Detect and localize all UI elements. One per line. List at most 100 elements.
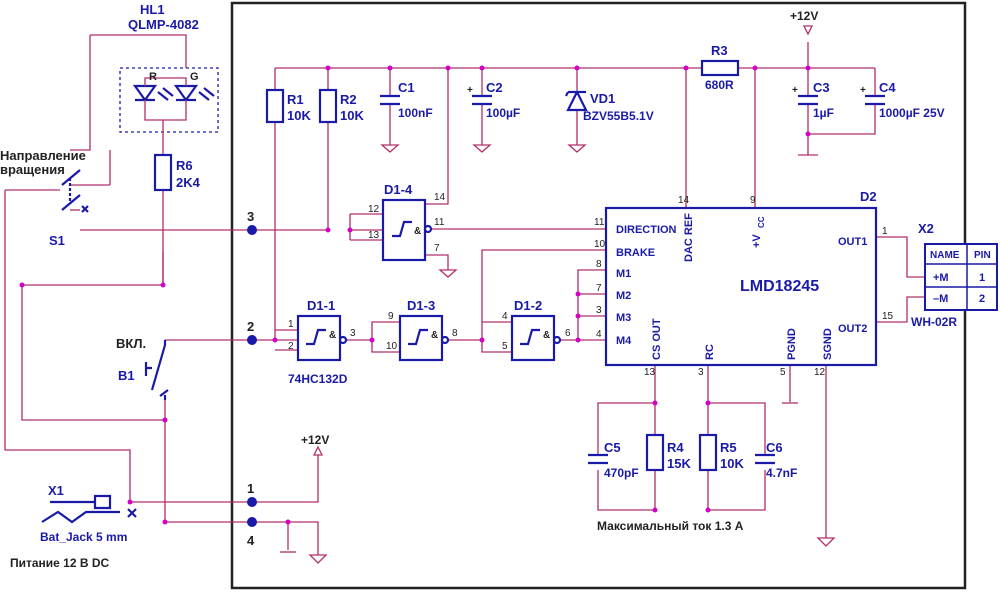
pin-g3-9: 9 — [388, 311, 394, 322]
r5-ref: R5 — [720, 440, 737, 455]
c2-plus: + — [467, 85, 473, 96]
c4-value: 1000µF 25V — [879, 106, 945, 120]
led-ref: HL1 — [140, 2, 165, 17]
pin-d2-12: 12 — [814, 367, 826, 378]
capacitor-c5 — [588, 453, 608, 465]
d2-pin-rc: RC — [704, 344, 716, 360]
pin-d2-10: 10 — [594, 239, 606, 250]
s1-caption-line2: вращения — [0, 162, 65, 177]
d2-pin-vcc-sub: CC — [757, 216, 766, 228]
c5-ref: C5 — [604, 440, 621, 455]
gate-d1-3-amp: & — [431, 330, 438, 341]
x2-header-name: NAME — [930, 250, 960, 261]
x2-row1-name: +M — [933, 272, 949, 284]
resistor-r5 — [698, 433, 718, 472]
d2-ref: D2 — [860, 189, 877, 204]
resistor-r1 — [265, 88, 285, 124]
r5-value: 10K — [720, 456, 744, 471]
d2-pin-direction: DIRECTION — [616, 224, 677, 236]
led-red-icon — [132, 84, 174, 102]
pin-d2-3: 3 — [596, 305, 602, 316]
node-1: 1 — [247, 481, 254, 496]
d2-pin-m3: M3 — [616, 312, 631, 324]
x2-row2-name: –M — [933, 293, 948, 305]
x2-ref: X2 — [918, 221, 934, 236]
capacitor-c3 — [798, 94, 818, 106]
pin-g4-12: 12 — [368, 204, 380, 215]
pin-d2-8: 8 — [596, 259, 602, 270]
d2-pin-sgnd: SGND — [822, 328, 834, 360]
vd1-ref: VD1 — [590, 91, 615, 106]
gate-d1-3 — [398, 314, 450, 362]
b1-caption: ВКЛ. — [116, 336, 146, 351]
c2-value: 100µF — [486, 106, 520, 120]
resistor-r2 — [318, 88, 338, 124]
bat-jack-icon — [41, 494, 137, 524]
pin-d2-3b: 3 — [698, 367, 704, 378]
led-green-icon — [173, 84, 215, 102]
capacitor-c1 — [380, 94, 400, 106]
supply-bottom: +12V — [301, 433, 329, 447]
c1-ref: C1 — [398, 80, 415, 95]
x2-row1-pin: 1 — [979, 272, 985, 284]
d2-pin-out2: OUT2 — [838, 323, 867, 335]
gate-d1-2 — [510, 314, 562, 362]
pin-g3-10: 10 — [386, 341, 398, 352]
switch-s1-icon — [61, 169, 89, 213]
gate-d1-2-ref: D1-2 — [514, 298, 542, 313]
d2-pin-dacref: DAC REF — [683, 213, 695, 262]
s1-caption-line1: Направление — [0, 148, 86, 163]
pin-d2-9: 9 — [750, 195, 756, 206]
jack-caption: Питание 12 В DC — [10, 556, 110, 570]
jack-ref: X1 — [48, 483, 64, 498]
r6-ref: R6 — [176, 158, 193, 173]
zener-diode-vd1 — [565, 89, 588, 112]
node-markers — [247, 225, 257, 527]
led-part: QLMP-4082 — [128, 17, 199, 32]
pin-g2-4: 4 — [502, 311, 508, 322]
gate-d1-4-ref: D1-4 — [384, 182, 413, 197]
current-note: Максимальный ток 1.3 А — [597, 519, 744, 533]
pin-g1-3: 3 — [350, 328, 356, 339]
r4-ref: R4 — [667, 440, 684, 455]
gate-d1-3-ref: D1-3 — [407, 298, 435, 313]
pin-d2-13: 13 — [644, 367, 656, 378]
s1-ref: S1 — [49, 233, 65, 248]
c3-ref: C3 — [813, 80, 830, 95]
c6-ref: C6 — [766, 440, 783, 455]
r3-ref: R3 — [711, 43, 728, 58]
led-r-label: R — [149, 71, 157, 83]
d2-pin-m1: M1 — [616, 268, 631, 280]
pin-g2-5: 5 — [502, 341, 508, 352]
pin-d2-11: 11 — [594, 217, 605, 228]
r2-value: 10K — [340, 108, 364, 123]
c3-value: 1µF — [813, 106, 834, 120]
pin-d2-15: 15 — [882, 311, 894, 322]
capacitor-c4 — [865, 94, 885, 106]
gate-d1-4-amp: & — [414, 226, 421, 237]
junction-dots — [19, 65, 811, 525]
pin-d2-5: 5 — [780, 367, 786, 378]
b1-ref: B1 — [118, 368, 135, 383]
node-4: 4 — [247, 533, 255, 548]
switch-b1-icon — [144, 340, 169, 400]
resistor-r3 — [700, 59, 740, 77]
pin-d2-1: 1 — [882, 226, 888, 237]
capacitor-c2 — [472, 94, 492, 106]
pin-g3-8: 8 — [452, 328, 458, 339]
connector-x2-table — [924, 243, 998, 311]
c2-ref: C2 — [486, 80, 503, 95]
capacitor-c6 — [755, 453, 775, 465]
d2-pin-pgnd: PGND — [786, 328, 798, 360]
d2-pin-vcc: +V — [751, 234, 763, 248]
r1-value: 10K — [287, 108, 311, 123]
resistor-r4 — [645, 433, 665, 472]
c1-value: 100nF — [398, 106, 433, 120]
gate-part: 74HC132D — [288, 372, 348, 386]
r4-value: 15K — [667, 456, 691, 471]
pin-g1-1: 1 — [288, 319, 294, 330]
x2-header-pin: PIN — [974, 250, 991, 261]
pin-g4-11: 11 — [434, 217, 445, 228]
supply-top: +12V — [790, 9, 818, 23]
gate-d1-1-ref: D1-1 — [307, 298, 335, 313]
